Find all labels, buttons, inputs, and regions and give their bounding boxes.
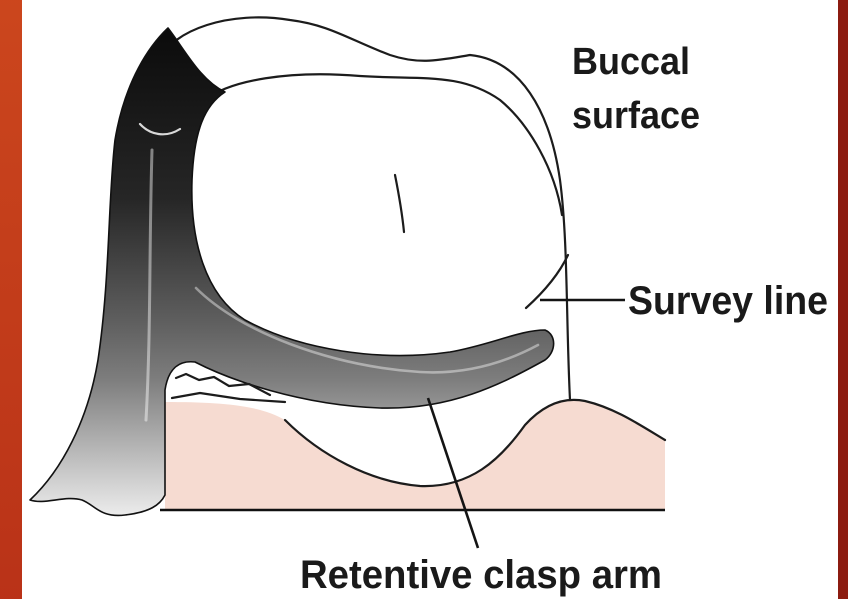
right-border [838, 0, 848, 599]
survey-line-label: Survey line [628, 279, 828, 323]
buccal-surface-label-line2: surface [572, 95, 700, 137]
buccal-surface-label-line1: Buccal [572, 41, 690, 83]
left-border-shade [0, 0, 22, 599]
retentive-clasp-arm-label: Retentive clasp arm [300, 553, 662, 597]
